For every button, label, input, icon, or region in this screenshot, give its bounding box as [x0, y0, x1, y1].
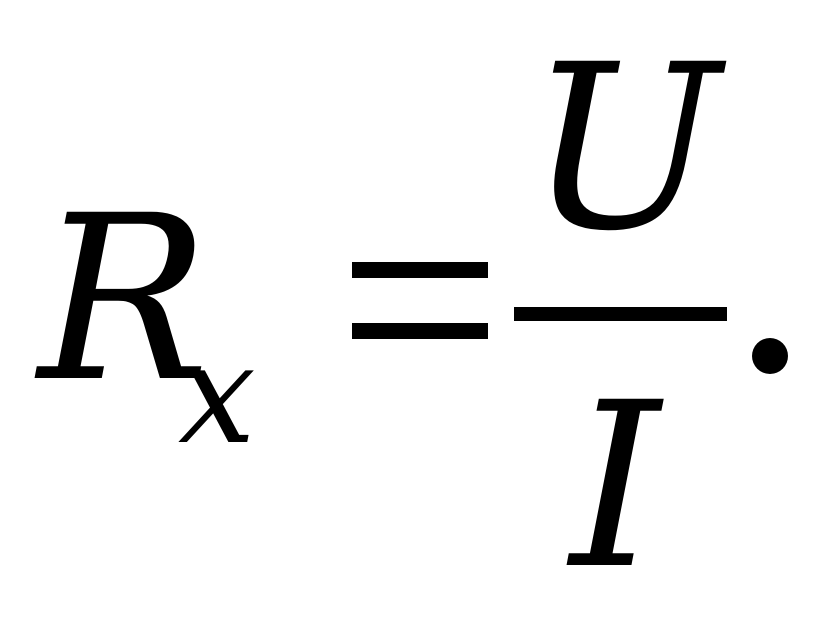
- subscript-x: x: [178, 314, 256, 475]
- equals-sign: [352, 262, 488, 340]
- equals-bar-bottom: [352, 323, 488, 339]
- fraction-bar: [514, 307, 727, 321]
- denominator-current: I: [570, 353, 661, 619]
- equals-bar-top: [352, 262, 488, 278]
- period: [752, 338, 788, 374]
- resistance-symbol: R: [38, 166, 210, 432]
- numerator-voltage: U: [528, 15, 721, 281]
